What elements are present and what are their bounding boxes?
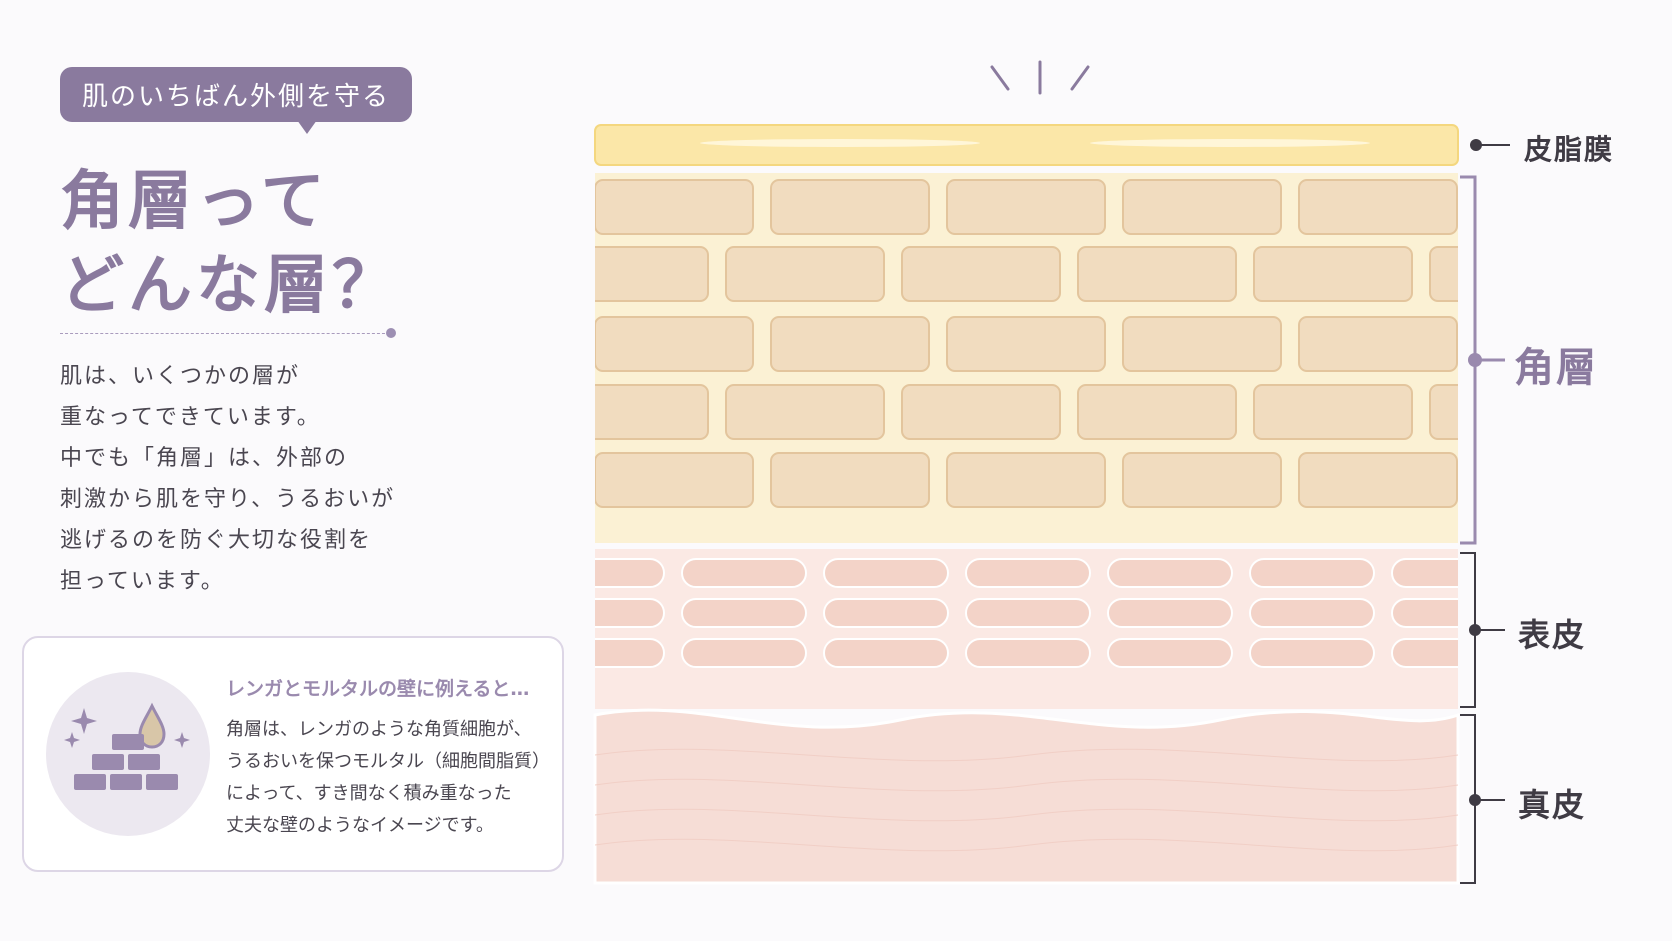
epidermis-cell xyxy=(1107,558,1233,588)
brick-cell xyxy=(946,316,1106,372)
brick-cell xyxy=(1122,316,1282,372)
brick-cell xyxy=(595,246,709,302)
description-line: 刺激から肌を守り、うるおいが xyxy=(60,487,396,512)
dermis-layer xyxy=(593,708,1460,885)
description-line: 重なってできています。 xyxy=(60,405,321,430)
epidermis-cell xyxy=(965,638,1091,668)
divider-dot xyxy=(386,328,396,338)
sebum-layer xyxy=(594,124,1459,166)
badge-pointer xyxy=(297,120,317,134)
brick-cell xyxy=(1475,453,1633,507)
badge-text: 肌のいちばん外側を守る xyxy=(81,82,390,112)
brick-cell xyxy=(1077,384,1237,440)
description-line: 担っています。 xyxy=(60,569,225,594)
brick-cell xyxy=(770,179,930,235)
description-line: 肌は、いくつかの層が xyxy=(60,364,301,389)
analogy-line: 角層は、レンガのような角質細胞が、 xyxy=(226,719,532,740)
analogy-line: によって、すき間なく積み重なった xyxy=(226,783,512,804)
brick-cell xyxy=(946,452,1106,508)
epidermis-cell xyxy=(823,558,949,588)
epidermis-cell xyxy=(965,598,1091,628)
title-line-2: どんな層？ xyxy=(60,248,400,323)
description-line: 中でも「角層」は、外部の xyxy=(60,446,349,471)
epidermis-cell xyxy=(1107,638,1233,668)
brick-cell xyxy=(770,316,930,372)
label-stratum-corneum: 角層 xyxy=(1514,345,1598,391)
brick-wall-icon-circle xyxy=(46,672,210,836)
brick-cell xyxy=(595,384,709,440)
skin-layer-diagram: 皮脂膜 角層 表皮 真皮 xyxy=(543,55,1672,905)
label-sebum-membrane: 皮脂膜 xyxy=(1524,133,1615,166)
description-line: 逃げるのを防ぐ大切な役割を xyxy=(60,528,373,553)
epidermis-cell xyxy=(1391,638,1458,668)
epidermis-cell xyxy=(595,638,665,668)
epidermis-cell xyxy=(1391,558,1458,588)
brick-cell xyxy=(1298,179,1458,235)
epidermis-cell xyxy=(823,598,949,628)
epidermis-cell xyxy=(1391,598,1458,628)
brick-cells xyxy=(595,179,1633,508)
brick-cell xyxy=(901,384,1061,440)
epidermis-cell xyxy=(823,638,949,668)
page-title: 角層って どんな層？ xyxy=(60,160,460,328)
brick-cell xyxy=(901,246,1061,302)
epidermis-cell xyxy=(1249,638,1375,668)
epidermis-cell xyxy=(1249,598,1375,628)
epidermis-cell xyxy=(1107,598,1233,628)
epidermis-cell xyxy=(681,558,807,588)
brick-cell xyxy=(595,316,754,372)
title-line-1: 角層って xyxy=(60,164,329,239)
brick-cell xyxy=(1077,246,1237,302)
brick-cell xyxy=(1429,246,1458,302)
brick-cell xyxy=(1253,246,1413,302)
epidermis-cell xyxy=(1249,558,1375,588)
epidermis-cells xyxy=(595,558,1458,668)
brick-cell xyxy=(595,179,754,235)
brick-cell xyxy=(1429,384,1458,440)
section-badge: 肌のいちばん外側を守る xyxy=(60,67,412,122)
analogy-line: 丈夫な壁のようなイメージです。 xyxy=(226,815,494,836)
epidermis-cell xyxy=(595,598,665,628)
brick-cell xyxy=(595,452,754,508)
title-divider xyxy=(60,333,390,334)
brick-wall-icon xyxy=(64,702,190,790)
epidermis-cell xyxy=(681,598,807,628)
brick-cell xyxy=(1253,384,1413,440)
analogy-line: うるおいを保つモルタル（細胞間脂質） xyxy=(226,751,550,772)
label-epidermis: 表皮 xyxy=(1518,616,1587,654)
label-dermis: 真皮 xyxy=(1518,786,1587,824)
shine-icon xyxy=(990,60,1090,95)
brick-cell xyxy=(1298,316,1458,372)
brick-cell xyxy=(725,246,885,302)
brick-cell xyxy=(770,452,930,508)
brick-cell xyxy=(1122,179,1282,235)
analogy-box: レンガとモルタルの壁に例えると… 角層は、レンガのような角質細胞が、 うるおいを… xyxy=(22,636,564,872)
epidermis-cell xyxy=(681,638,807,668)
epidermis-cell xyxy=(595,558,665,588)
analogy-text: 角層は、レンガのような角質細胞が、 うるおいを保つモルタル（細胞間脂質） によっ… xyxy=(226,714,556,842)
brick-cell xyxy=(946,179,1106,235)
brick-cell xyxy=(1475,180,1633,234)
skin-diagram-svg xyxy=(543,60,1633,885)
description: 肌は、いくつかの層が 重なってできています。 中でも「角層」は、外部の 刺激から… xyxy=(60,356,480,602)
epidermis-cell xyxy=(965,558,1091,588)
brick-cell xyxy=(1122,452,1282,508)
analogy-heading: レンガとモルタルの壁に例えると… xyxy=(226,678,530,700)
brick-cell xyxy=(1298,452,1458,508)
brick-cell xyxy=(725,384,885,440)
